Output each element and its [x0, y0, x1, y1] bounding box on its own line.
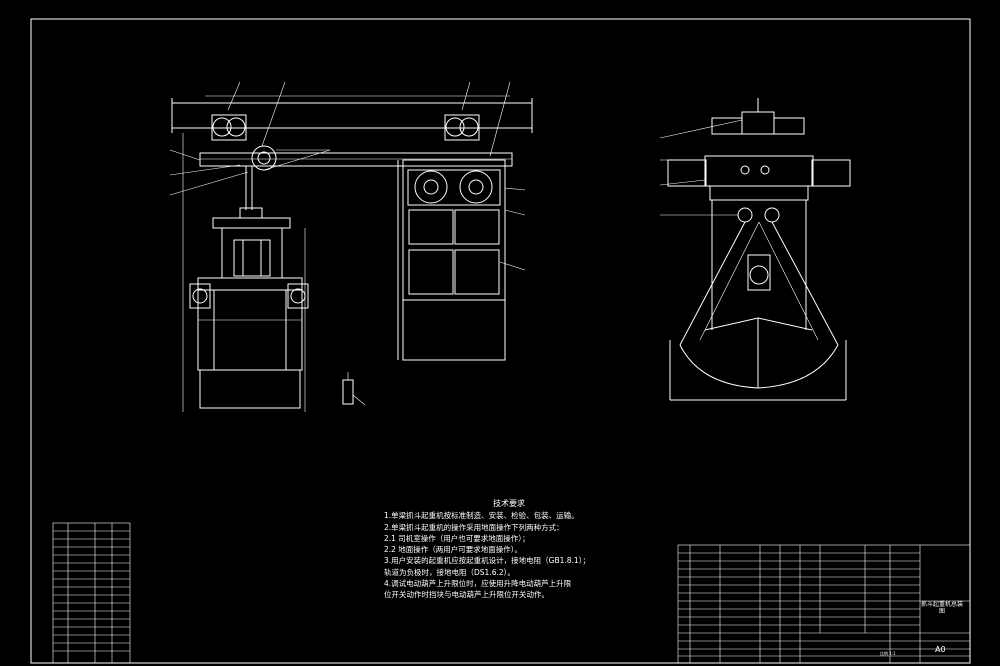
side-elevation-view [169, 81, 533, 412]
note-line: 1.单梁抓斗起重机按标准制造、安装、检验、包装、运输。 [384, 511, 579, 521]
note-line: 4.调试电动葫芦上升限位时，应使用升降电动葫芦上升限 [384, 579, 572, 589]
parts-list-table [677, 544, 971, 664]
drawing-frame [30, 18, 971, 664]
note-line: 2.2 地面操作（两用户可要求地面操作）。 [384, 545, 523, 555]
note-line: 2.单梁抓斗起重机的操作采用地面操作下列两种方式： [384, 522, 564, 532]
parameter-table [52, 522, 131, 664]
scale-label: 比例 1:1 [880, 651, 896, 656]
end-elevation-view [659, 98, 851, 401]
note-line: 3.用户安装的起重机应按起重机设计，接地电阻（GB1.8.1）； [384, 556, 590, 566]
drawing-title: 抓斗起重机总装图 [921, 601, 964, 615]
technical-requirements-title: 技术要求 [493, 499, 525, 508]
sheet-size: A0 [935, 645, 946, 654]
note-line: 2.1 司机室操作（用户也可要求地面操作）； [384, 533, 530, 543]
note-line: 位开关动作时挡块与电动葫芦上升限位开关动作。 [384, 590, 549, 600]
note-line: 轨道为负极时，接地电阻（DS1.6.2）。 [384, 567, 515, 577]
technical-requirements: 技术要求 1.单梁抓斗起重机按标准制造、安装、检验、包装、运输。 2.单梁抓斗起… [384, 498, 634, 601]
